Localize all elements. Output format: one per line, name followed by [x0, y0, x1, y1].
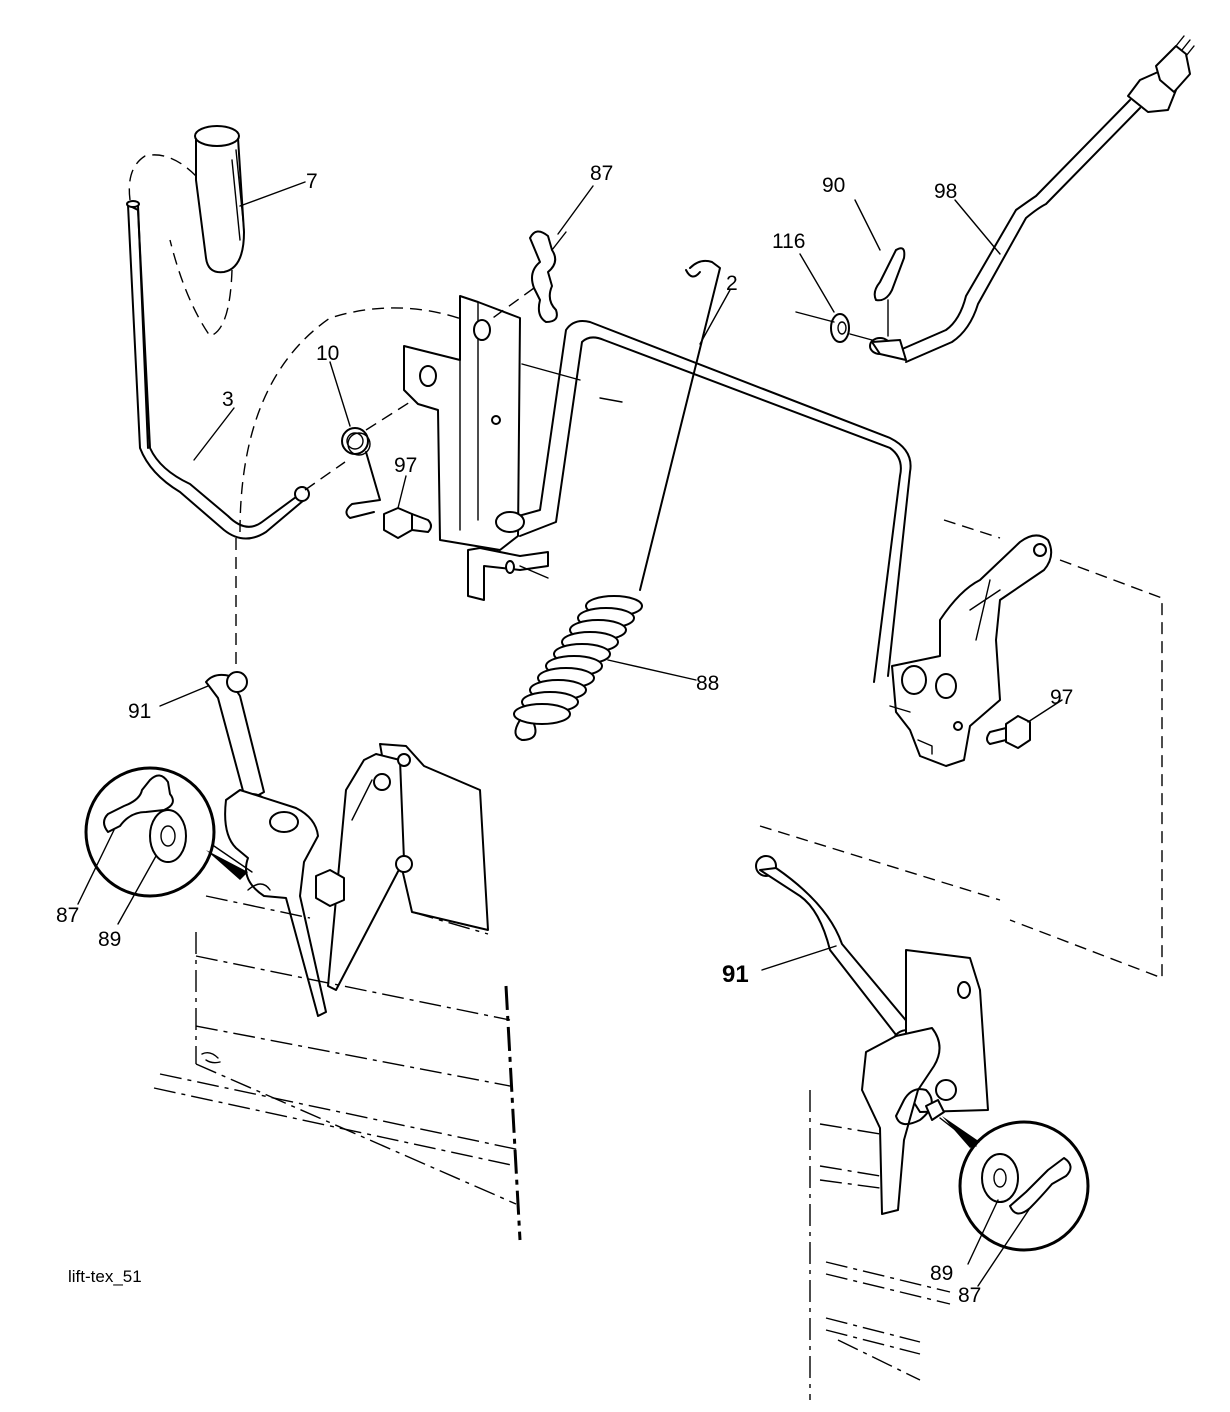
lift-link-right: [755, 855, 923, 1051]
spring-torsion: [341, 401, 411, 519]
callout-98: 98: [934, 180, 957, 203]
extension-spring: [513, 259, 721, 741]
lift-lever: [126, 200, 346, 540]
detail-circle-left: [84, 766, 253, 898]
washer-116: [795, 311, 873, 343]
callout-91-right: 91: [722, 961, 749, 988]
spring-coils: [513, 595, 643, 725]
hairpin-clip-rod: [873, 247, 906, 337]
handle-grip: [128, 125, 245, 337]
callout-88: 88: [696, 672, 719, 695]
lift-bracket: [403, 295, 549, 601]
bolt-right: [986, 715, 1031, 749]
hairpin-clip-top: [489, 230, 567, 323]
right-bracket: [889, 534, 1053, 767]
callout-87-right: 87: [958, 1284, 981, 1307]
assembly-line-loop: [239, 307, 471, 533]
leader-lines: [77, 181, 1063, 1287]
callout-7: 7: [306, 170, 318, 193]
callout-90: 90: [822, 174, 845, 197]
left-plate-assembly: [224, 743, 489, 1017]
deck-outline-left: [153, 895, 522, 1241]
callout-labels: 7 87 90 98 116 2 10 3 97 88 97 91 87 89 …: [56, 162, 1073, 1307]
detail-circle-right: [939, 1116, 1090, 1252]
reference-outline-right: [759, 519, 1163, 980]
right-plate-assembly: [861, 949, 989, 1215]
callout-2: 2: [726, 272, 738, 295]
callout-87-left: 87: [56, 904, 79, 927]
bolt-center: [383, 507, 432, 539]
callout-89-right: 89: [930, 1262, 953, 1285]
callout-97-right: 97: [1050, 686, 1073, 709]
callout-10: 10: [316, 342, 339, 365]
callout-97-center: 97: [394, 454, 417, 477]
callout-87-top: 87: [590, 162, 613, 185]
callout-91-left: 91: [128, 700, 151, 723]
callout-3: 3: [222, 388, 234, 411]
figure-id: lift-tex_51: [68, 1267, 142, 1286]
adjustment-rod: [869, 35, 1195, 363]
callout-89-left: 89: [98, 928, 121, 951]
lift-shaft: [495, 320, 912, 683]
callout-116: 116: [772, 230, 805, 253]
deck-outline-right: [809, 1090, 951, 1400]
